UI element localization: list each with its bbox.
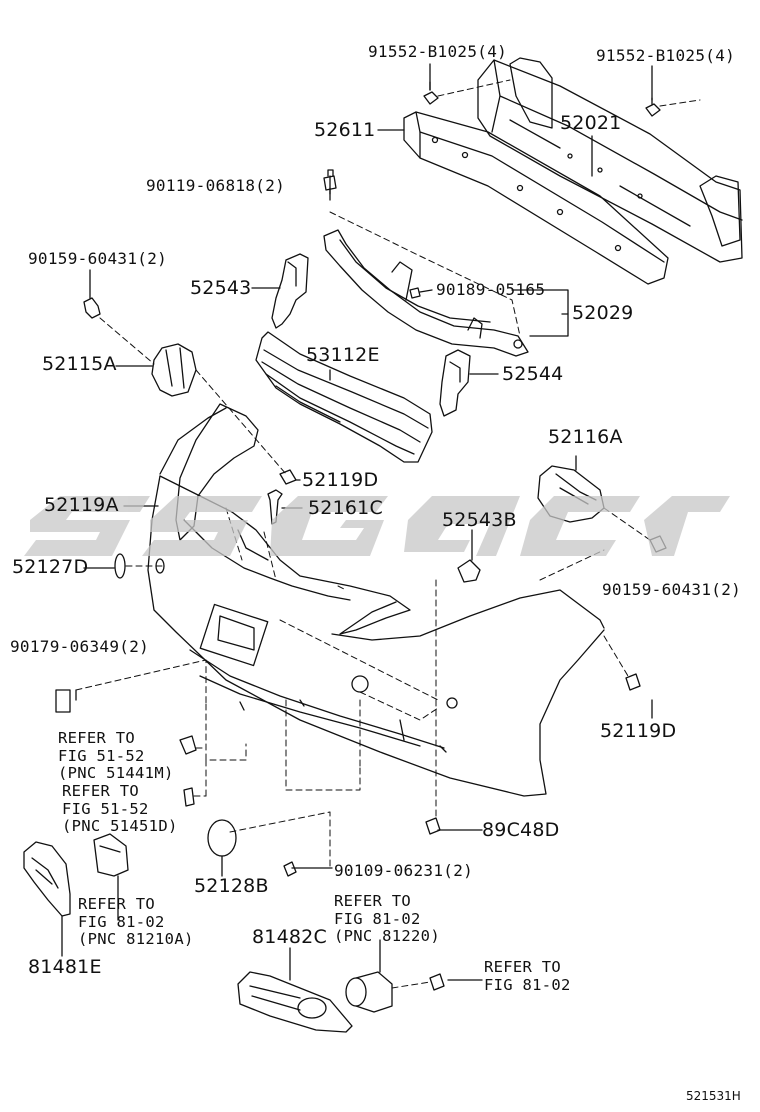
- bolt-52119D-top: [279, 469, 297, 485]
- bracket-52544: [439, 349, 471, 417]
- label-52116A: 52116A: [548, 426, 623, 448]
- label-52119A: 52119A: [44, 494, 119, 516]
- retainer-52115A: [151, 343, 197, 397]
- ref-fig-51-52-51451D: REFER TO FIG 51-52 (PNC 51451D): [62, 782, 178, 835]
- label-90179-06349: 90179-06349(2): [10, 637, 150, 656]
- label-52029: 52029: [572, 302, 634, 324]
- absorber-52021: [477, 57, 743, 263]
- bolt-90159-top: [83, 297, 101, 319]
- bracket-81481E: [23, 833, 129, 917]
- label-52115A: 52115A: [42, 353, 117, 375]
- leader-lines: [61, 63, 653, 981]
- bracket-52543: [271, 253, 309, 329]
- label-53112E: 53112E: [306, 344, 380, 366]
- grille-53112E: [255, 331, 433, 463]
- bolt-51451D: [183, 787, 195, 807]
- bumper-cover-52119A: [147, 403, 605, 797]
- ref-fig-81-02-81220: REFER TO FIG 81-02 (PNC 81220): [334, 892, 440, 945]
- bolt-90189: [409, 287, 421, 299]
- label-81482C: 81482C: [252, 926, 327, 948]
- label-52021: 52021: [560, 112, 622, 134]
- nut-89C48D: [425, 817, 441, 835]
- bracket-52543B: [457, 559, 481, 583]
- label-90159-60431-top: 90159-60431(2): [28, 249, 168, 268]
- cover-81482C: [237, 971, 353, 1033]
- label-91552-B1025-right: 91552-B1025(4): [596, 46, 736, 65]
- clip-51441M: [179, 735, 197, 755]
- ref-fig-51-52-51441M: REFER TO FIG 51-52 (PNC 51441M): [58, 729, 174, 782]
- label-90189-05165: 90189-05165: [436, 280, 546, 299]
- label-52611: 52611: [314, 119, 376, 141]
- bolt-91552-right: [645, 97, 661, 117]
- bolt-90109: [283, 861, 297, 877]
- label-52119D-right: 52119D: [600, 720, 677, 742]
- label-52128B: 52128B: [194, 875, 269, 897]
- bolt-81-02: [429, 973, 445, 991]
- dashed-lines: [75, 79, 701, 989]
- label-52543: 52543: [190, 277, 252, 299]
- fog-lamp-81220: [345, 971, 393, 1013]
- ref-fig-81-02: REFER TO FIG 81-02: [484, 958, 571, 994]
- label-90109-06231: 90109-06231(2): [334, 861, 474, 880]
- label-52119D-top: 52119D: [302, 469, 379, 491]
- watermark-logo: [24, 496, 730, 556]
- bolt-52119D-right: [625, 673, 641, 691]
- label-90159-60431-right: 90159-60431(2): [602, 580, 742, 599]
- label-91552-B1025-left: 91552-B1025(4): [368, 42, 508, 61]
- label-52161C: 52161C: [308, 497, 383, 519]
- label-81481E: 81481E: [28, 956, 102, 978]
- label-52127D: 52127D: [12, 556, 89, 578]
- clip-52161C: [267, 489, 283, 525]
- label-89C48D: 89C48D: [482, 819, 560, 841]
- cover-52128B: [207, 819, 237, 857]
- ref-fig-81-02-81210A: REFER TO FIG 81-02 (PNC 81210A): [78, 895, 194, 948]
- label-90119-06818: 90119-06818(2): [146, 176, 286, 195]
- reinforcement-52611: [403, 111, 669, 285]
- figure-code: 521531H: [686, 1089, 741, 1103]
- label-52543B: 52543B: [442, 509, 517, 531]
- clip-90179: [55, 689, 71, 713]
- bolt-91552-left: [423, 81, 439, 105]
- label-52544: 52544: [502, 363, 564, 385]
- retainer-52029: [323, 229, 529, 357]
